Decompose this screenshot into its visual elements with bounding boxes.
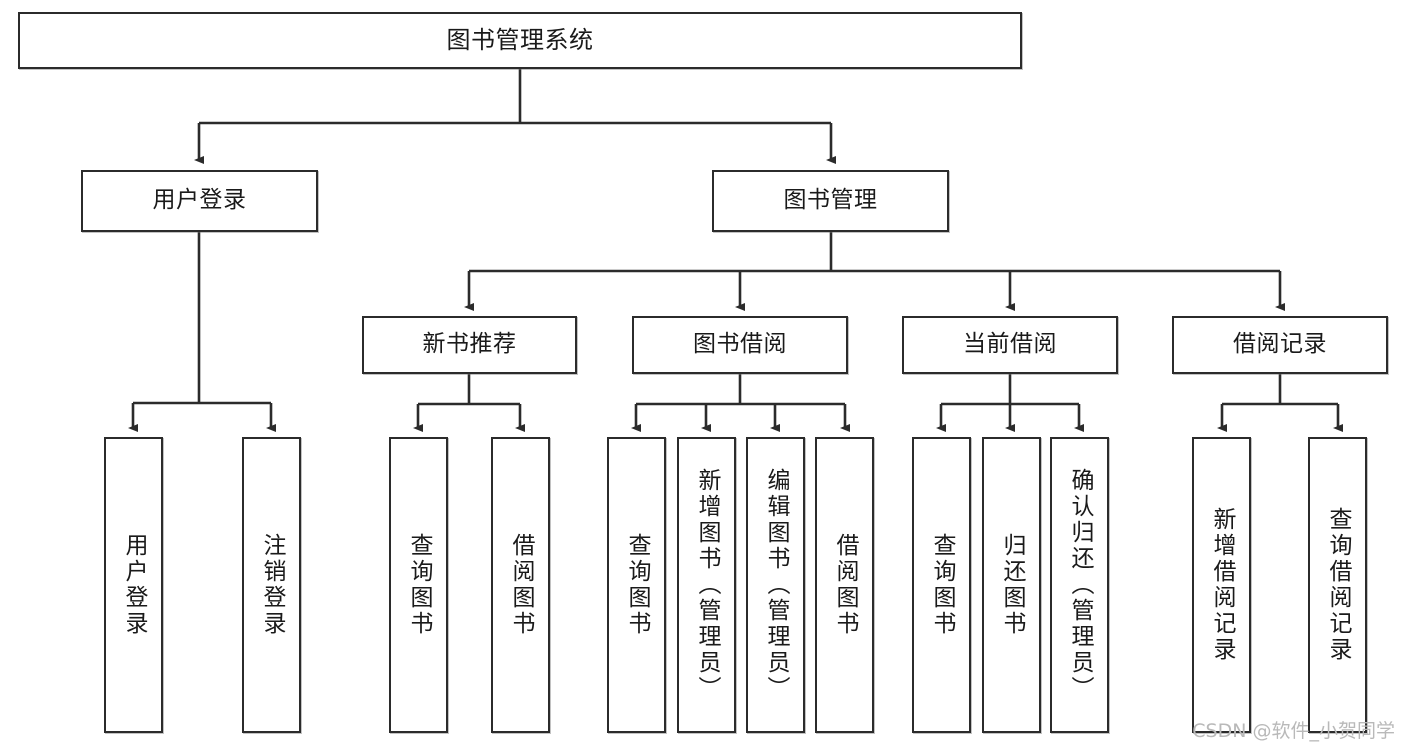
node-leaf-borrow-edit[interactable]: 编辑图书（管理员）: [746, 437, 805, 733]
node-leaf-cur-return[interactable]: 归还图书: [982, 437, 1041, 733]
node-leaf-borrow-do-label: 借阅图书: [832, 533, 858, 637]
node-leaf-user-login[interactable]: 用户登录: [104, 437, 163, 733]
node-leaf-cur-confirm-label: 确认归还（管理员）: [1067, 468, 1093, 702]
node-book-borrow-label: 图书借阅: [693, 331, 787, 358]
node-leaf-cur-return-label: 归还图书: [999, 533, 1025, 637]
node-leaf-user-logout-label: 注销登录: [259, 533, 285, 637]
node-book-borrow[interactable]: 图书借阅: [632, 316, 848, 374]
node-leaf-rec-add-label: 新增借阅记录: [1209, 507, 1235, 663]
node-leaf-rec-query2-label: 查询借阅记录: [1325, 507, 1351, 663]
node-leaf-cur-query[interactable]: 查询图书: [912, 437, 971, 733]
node-current-borrow-label: 当前借阅: [963, 331, 1057, 358]
node-leaf-cur-confirm[interactable]: 确认归还（管理员）: [1050, 437, 1109, 733]
node-new-book-rec[interactable]: 新书推荐: [362, 316, 577, 374]
node-leaf-borrow-edit-label: 编辑图书（管理员）: [763, 468, 789, 702]
node-user-login-label: 用户登录: [152, 187, 247, 214]
node-leaf-rec-query[interactable]: 查询图书: [389, 437, 448, 733]
node-leaf-borrow-add-label: 新增图书（管理员）: [694, 468, 720, 702]
node-user-login[interactable]: 用户登录: [81, 170, 318, 232]
node-leaf-user-login-label: 用户登录: [121, 533, 147, 637]
node-book-manage[interactable]: 图书管理: [712, 170, 949, 232]
node-leaf-rec-borrow[interactable]: 借阅图书: [491, 437, 550, 733]
node-leaf-borrow-add[interactable]: 新增图书（管理员）: [677, 437, 736, 733]
node-leaf-borrow-query-label: 查询图书: [624, 533, 650, 637]
node-book-manage-label: 图书管理: [783, 187, 878, 214]
node-leaf-cur-query-label: 查询图书: [929, 533, 955, 637]
node-leaf-rec-query2[interactable]: 查询借阅记录: [1308, 437, 1367, 733]
node-borrow-record[interactable]: 借阅记录: [1172, 316, 1388, 374]
node-leaf-user-logout[interactable]: 注销登录: [242, 437, 301, 733]
node-borrow-record-label: 借阅记录: [1233, 331, 1327, 358]
node-leaf-rec-borrow-label: 借阅图书: [508, 533, 534, 637]
node-leaf-rec-query-label: 查询图书: [406, 533, 432, 637]
node-leaf-borrow-do[interactable]: 借阅图书: [815, 437, 874, 733]
node-root-label: 图书管理系统: [446, 26, 594, 55]
node-new-book-rec-label: 新书推荐: [422, 331, 517, 358]
node-leaf-rec-add[interactable]: 新增借阅记录: [1192, 437, 1251, 733]
node-root[interactable]: 图书管理系统: [18, 12, 1022, 69]
node-current-borrow[interactable]: 当前借阅: [902, 316, 1118, 374]
node-leaf-borrow-query[interactable]: 查询图书: [607, 437, 666, 733]
